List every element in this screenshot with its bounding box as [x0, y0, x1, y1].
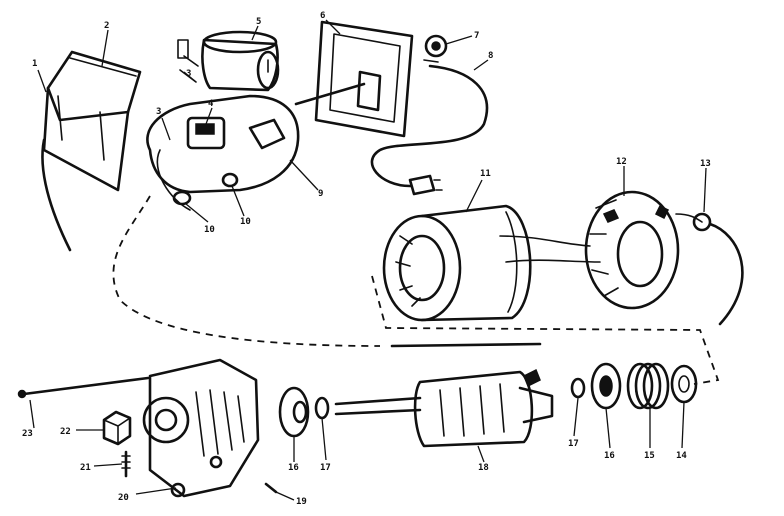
callout-4: 4	[208, 99, 214, 109]
callout-16-right: 16	[604, 451, 615, 461]
callout-2: 2	[104, 21, 109, 31]
part-spring	[626, 362, 670, 410]
part-screw	[121, 450, 131, 478]
callout-15: 15	[644, 451, 655, 461]
wire-stator-leads	[499, 235, 601, 263]
callout-22: 22	[60, 427, 71, 437]
callout-10-right: 10	[240, 217, 251, 227]
part-end-bell	[584, 190, 680, 310]
callout-13: 13	[700, 159, 711, 169]
callout-17-right: 17	[568, 439, 579, 449]
part-bearing-left	[278, 386, 310, 438]
callout-6: 6	[320, 11, 325, 21]
callout-5: 5	[256, 17, 261, 27]
part-retaining-ring	[670, 364, 698, 404]
leader-lines	[29, 19, 707, 501]
part-grommet	[675, 212, 744, 326]
part-switch-cover	[42, 50, 142, 192]
callout-21: 21	[80, 463, 91, 473]
part-switch-assembly	[146, 39, 300, 211]
part-washer-right	[570, 377, 586, 399]
part-bearing-right	[590, 362, 622, 410]
part-cover-plate	[294, 20, 414, 138]
part-power-cord	[370, 64, 489, 196]
callout-11: 11	[480, 169, 491, 179]
callout-3-top: 3	[186, 69, 191, 79]
callout-1: 1	[32, 59, 37, 69]
callout-14: 14	[676, 451, 687, 461]
callout-labels: 1 2 3 3 4 5 6 7 8 9 10 10 11 12 13 14 15…	[22, 11, 711, 507]
callout-20: 20	[118, 493, 129, 503]
part-small-screw	[264, 482, 278, 494]
part-end-housing	[142, 358, 260, 498]
callout-7: 7	[474, 31, 479, 41]
callout-3-left: 3	[156, 107, 161, 117]
callout-9: 9	[318, 189, 323, 199]
callout-18: 18	[478, 463, 489, 473]
part-capacitor	[201, 30, 280, 92]
part-stator	[382, 204, 532, 322]
callout-12: 12	[616, 157, 627, 167]
assembly-dashed-line	[112, 195, 720, 385]
wire-cover-lead	[41, 138, 72, 252]
callout-17-left: 17	[320, 463, 331, 473]
callout-8: 8	[488, 51, 493, 61]
part-through-bolt	[17, 376, 150, 399]
part-washer-left	[314, 396, 330, 420]
part-rotor	[334, 368, 554, 448]
part-bushing	[423, 34, 448, 63]
callout-16-left: 16	[288, 463, 299, 473]
part-bearing-cap	[102, 410, 132, 446]
callout-23: 23	[22, 429, 33, 439]
callout-19: 19	[296, 497, 307, 507]
callout-10-left: 10	[204, 225, 215, 235]
